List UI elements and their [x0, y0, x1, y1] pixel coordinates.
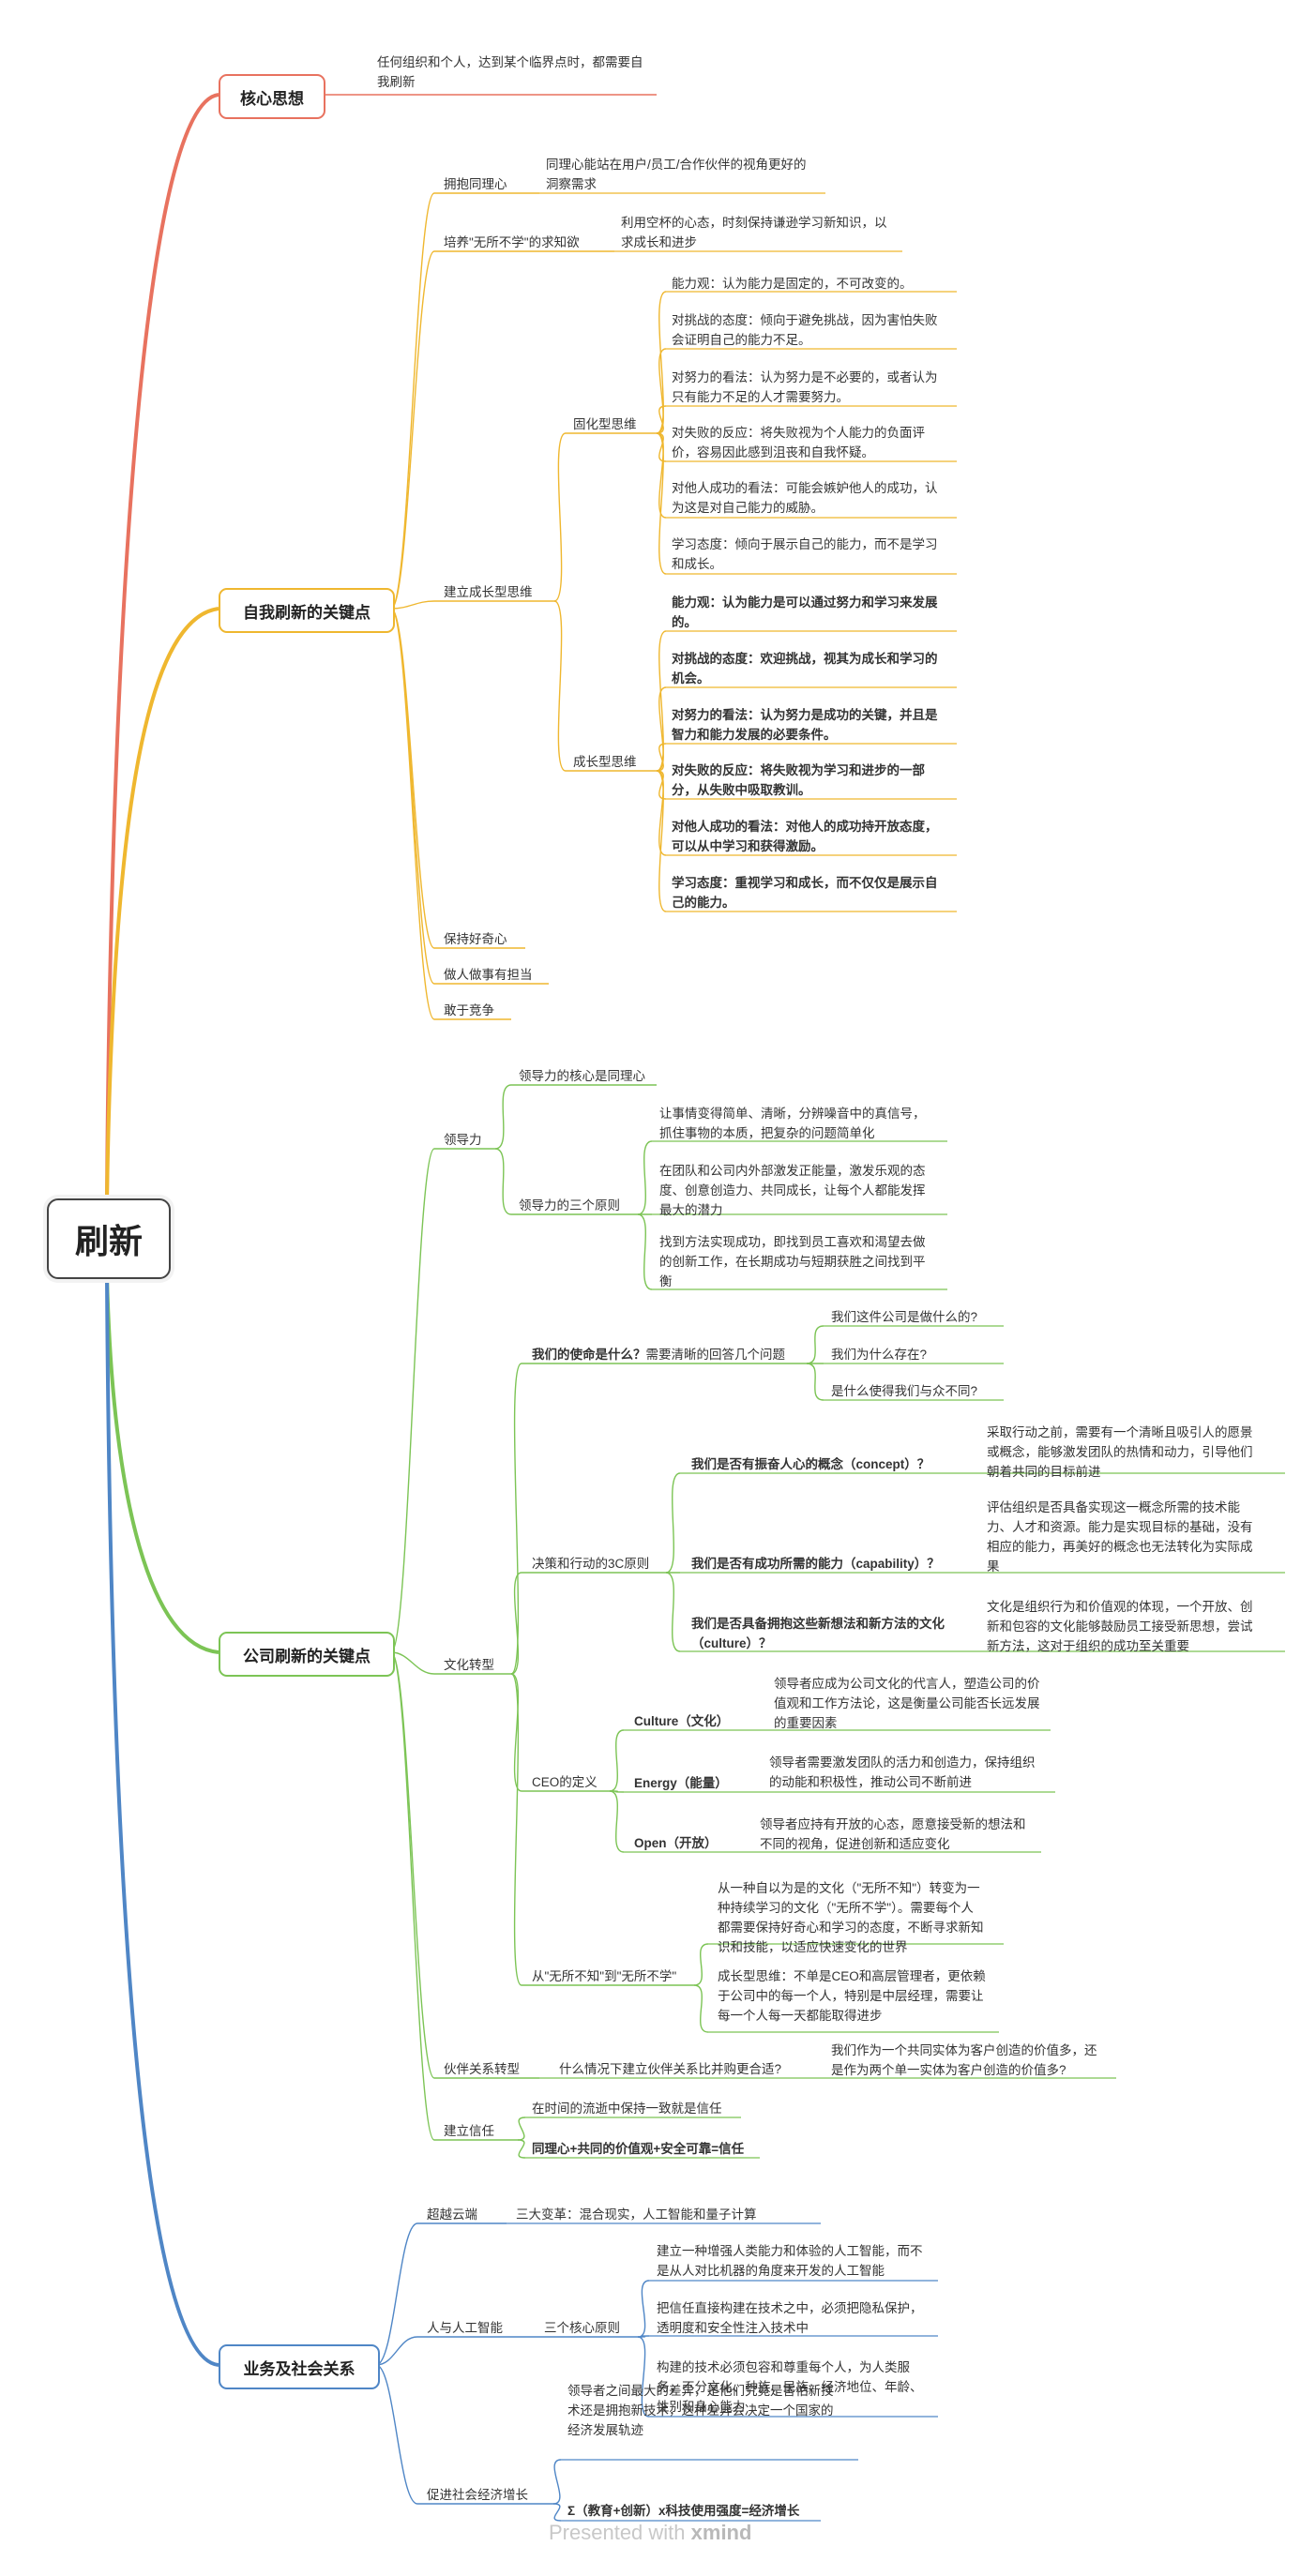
mission-rest: 需要清晰的回答几个问题	[645, 1348, 786, 1362]
society-cloud-note: 三大变革：混合现实，人工智能和量子计算	[516, 2207, 757, 2222]
watermark-brand: xmind	[690, 2521, 752, 2544]
lead-core[interactable]: 领导力的核心是同理心	[519, 1069, 645, 1083]
self-responsible[interactable]: 做人做事有担当	[444, 968, 533, 982]
company-trust[interactable]: 建立信任	[444, 2124, 494, 2138]
trust-formula: 同理心+共同的价值观+安全可靠=信任	[532, 2142, 745, 2156]
ai-item: 把信任直接构建在技术之中，必须把隐私保护， 透明度和安全性注入技术中	[657, 2301, 923, 2335]
society-cloud[interactable]: 超越云端	[427, 2207, 477, 2222]
watermark-text: Presented with	[549, 2521, 691, 2544]
company-leadership[interactable]: 领导力	[444, 1133, 482, 1147]
growth-item: 对挑战的态度：欢迎挑战，视其为成长和学习的 机会。	[672, 652, 938, 685]
ceo-value: 领导者应持有开放的心态，愿意接受新的想法和 不同的视角，促进创新和适应变化	[760, 1817, 1026, 1851]
society-ai[interactable]: 人与人工智能	[427, 2321, 503, 2335]
self-curiosity-note: 利用空杯的心态，时刻保持谦逊学习新知识，以 求成长和进步	[621, 216, 887, 249]
trust-consistency: 在时间的流逝中保持一致就是信任	[532, 2101, 722, 2116]
mission-q: 我们这件公司是做什么的?	[831, 1310, 978, 1324]
growth-item: 能力观：认为能力是可以通过努力和学习来发展 的。	[672, 595, 938, 629]
ceo-definition[interactable]: CEO的定义	[532, 1775, 597, 1789]
ceo-key: Open（开放）	[634, 1836, 718, 1850]
growth-item: 学习态度：重视学习和成长，而不仅仅是展示自 己的能力。	[672, 876, 938, 910]
three-c-question: 我们是否有成功所需的能力（capability）？	[691, 1557, 940, 1571]
growth-item: 对失败的反应：将失败视为学习和进步的一部 分，从失败中吸取教训。	[672, 763, 925, 797]
root-topic[interactable]: 刷新	[47, 1198, 171, 1279]
mission-q: 是什么使得我们与众不同?	[831, 1384, 978, 1398]
three-c-question: 我们是否有振奋人心的概念（concept）？	[691, 1457, 930, 1471]
fixed-item: 对他人成功的看法：可能会嫉妒他人的成功，认 为这是对自己能力的威胁。	[672, 481, 938, 515]
growth-item: 对努力的看法：认为努力是成功的关键，并且是 智力和能力发展的必要条件。	[672, 708, 938, 742]
mission-bold: 我们的使命是什么？	[532, 1348, 646, 1362]
ai-item: 构建的技术必须包容和尊重每个人，为人类服 务，不分文化、种族、民族、经济地位、年…	[657, 2360, 923, 2414]
topic-self-refresh[interactable]: 自我刷新的关键点	[219, 588, 395, 633]
company-culture[interactable]: 文化转型	[444, 1658, 494, 1672]
fixed-item: 对失败的反应：将失败视为个人能力的负面评 价，容易因此感到沮丧和自我怀疑。	[672, 426, 925, 459]
three-c-answer: 采取行动之前，需要有一个清晰且吸引人的愿景 或概念，能够激发团队的热情和动力，引…	[987, 1425, 1253, 1479]
self-curiosity[interactable]: 培养"无所不学"的求知欲	[444, 235, 580, 249]
lead-item: 在团队和公司内外部激发正能量，激发乐观的态 度、创意创造力、共同成长，让每个人都…	[659, 1164, 926, 1217]
self-growth-mindset[interactable]: 建立成长型思维	[444, 585, 533, 599]
know-item: 从一种自以为是的文化（"无所不知"）转变为一 种持续学习的文化（"无所不学"）。…	[718, 1881, 984, 1954]
ceo-key: Culture（文化）	[634, 1714, 730, 1728]
three-c[interactable]: 决策和行动的3C原则	[532, 1557, 650, 1571]
topic-business-society[interactable]: 业务及社会关系	[219, 2344, 380, 2389]
ceo-value: 领导者应成为公司文化的代言人，塑造公司的价 值观和工作方法论，这是衡量公司能否长…	[774, 1677, 1040, 1730]
ai-item: 建立一种增强人类能力和体验的人工智能，而不 是从人对比机器的角度来开发的人工智能	[657, 2244, 923, 2278]
topic-core-idea[interactable]: 核心思想	[219, 74, 325, 119]
self-fixed-mindset[interactable]: 固化型思维	[573, 417, 637, 431]
lead-item: 找到方法实现成功，即找到员工喜欢和渴望去做 的创新工作，在长期成功与短期获胜之间…	[659, 1235, 926, 1288]
society-ai-three[interactable]: 三个核心原则	[544, 2321, 620, 2335]
xmind-watermark: Presented with xmind	[549, 2521, 751, 2545]
self-curious[interactable]: 保持好奇心	[444, 932, 507, 946]
know-item: 成长型思维：不单是CEO和高层管理者，更依赖 于公司中的每一个人，特别是中层经理…	[718, 1969, 986, 2023]
self-empathy[interactable]: 拥抱同理心	[444, 177, 507, 191]
fixed-item: 对努力的看法：认为努力是不必要的，或者认为 只有能力不足的人才需要努力。	[672, 370, 938, 404]
know-all[interactable]: 从"无所不知"到"无所不学"	[532, 1969, 677, 1983]
core-note: 任何组织和个人，达到某个临界点时，都需要自 我刷新	[377, 55, 643, 89]
society-growth[interactable]: 促进社会经济增长	[427, 2488, 528, 2502]
three-c-question: 我们是否具备拥抱这些新想法和新方法的文化 （culture）？	[691, 1617, 945, 1650]
society-growth-note: 领导者之间最大的差异，是他们究竟是害怕新技 术还是拥抱新技术，这种差异会决定一个…	[567, 2384, 834, 2437]
self-empathy-note: 同理心能站在用户/员工/合作伙伴的视角更好的 洞察需求	[546, 158, 807, 191]
lead-three[interactable]: 领导力的三个原则	[519, 1198, 620, 1213]
self-compete[interactable]: 敢于竞争	[444, 1003, 494, 1017]
partner-question[interactable]: 什么情况下建立伙伴关系比并购更合适?	[559, 2062, 782, 2076]
fixed-item: 学习态度：倾向于展示自己的能力，而不是学习 和成长。	[672, 537, 938, 571]
three-c-answer: 评估组织是否具备实现这一概念所需的技术能 力、人才和资源。能力是实现目标的基础，…	[987, 1500, 1253, 1574]
company-partner[interactable]: 伙伴关系转型	[444, 2062, 520, 2076]
lead-item: 让事情变得简单、清晰，分辨噪音中的真信号， 抓住事物的本质，把复杂的问题简单化	[659, 1107, 926, 1140]
growth-item: 对他人成功的看法：对他人的成功持开放态度， 可以从中学习和获得激励。	[672, 820, 938, 853]
fixed-item: 能力观：认为能力是固定的，不可改变的。	[672, 277, 913, 291]
mission-question[interactable]: 我们的使命是什么？需要清晰的回答几个问题	[532, 1345, 785, 1364]
ceo-key: Energy（能量）	[634, 1776, 728, 1790]
three-c-answer: 文化是组织行为和价值观的体现，一个开放、创 新和包容的文化能够鼓励员工接受新思想…	[987, 1600, 1253, 1653]
partner-answer: 我们作为一个共同实体为客户创造的价值多，还 是作为两个单一实体为客户创造的价值多…	[831, 2043, 1097, 2077]
mission-q: 我们为什么存在?	[831, 1348, 928, 1362]
self-growth-label[interactable]: 成长型思维	[573, 755, 637, 769]
society-formula: Σ（教育+创新）x科技使用强度=经济增长	[567, 2504, 800, 2518]
topic-company-refresh[interactable]: 公司刷新的关键点	[219, 1632, 395, 1677]
ceo-value: 领导者需要激发团队的活力和创造力，保持组织 的动能和积极性，推动公司不断前进	[769, 1755, 1036, 1789]
fixed-item: 对挑战的态度：倾向于避免挑战，因为害怕失败 会证明自己的能力不足。	[672, 313, 938, 347]
